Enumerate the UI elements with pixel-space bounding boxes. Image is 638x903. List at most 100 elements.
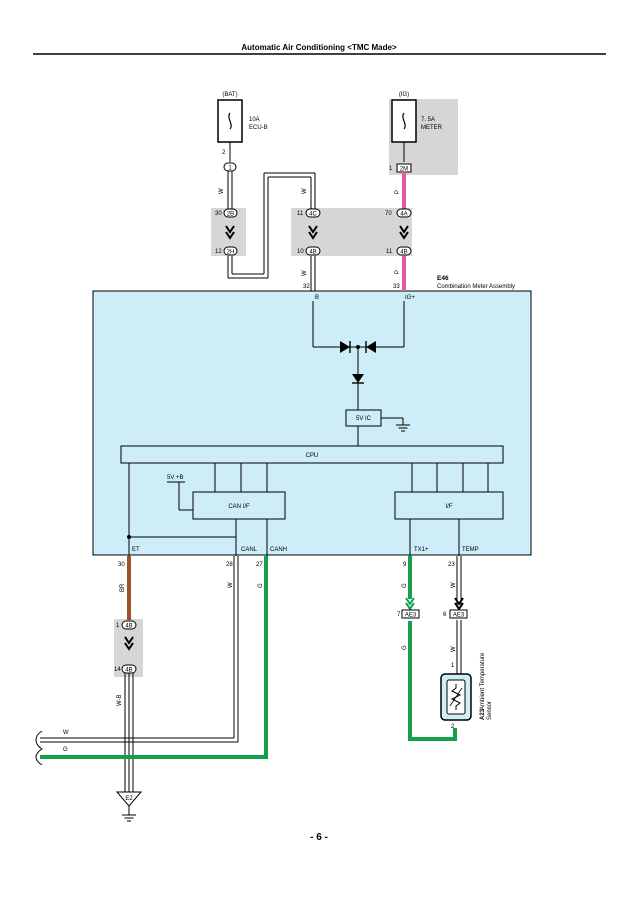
ground-e2-triangle (115, 791, 143, 807)
conn-2h (223, 246, 238, 256)
conn-4a-label: 4A (400, 212, 407, 218)
wire-tx1-green (408, 556, 457, 741)
meter-label-ig: IG+ (405, 295, 415, 301)
cpu-box (120, 445, 504, 464)
pin-label-canl: CANL (241, 547, 258, 553)
wire-temp-color: W (451, 582, 457, 588)
conn-4b-ground-1-label: 4B (125, 624, 132, 630)
fuse-ig-connector-label: 2M (400, 167, 408, 173)
voltage-regulator-label: 5V IC (356, 416, 372, 422)
conn-2b (223, 208, 238, 218)
sensor-name-1: Ambient Temperature (480, 652, 486, 710)
fuse-bat-name: ECU-B (249, 125, 268, 131)
conn-14-pin: 14 (114, 667, 121, 673)
fuse-ig-name: METER (421, 125, 443, 131)
wire-ig2-color: P (395, 270, 401, 274)
pin-num-9: 9 (403, 562, 407, 568)
conn-4c-label: 4C (309, 212, 317, 218)
conn-ae3-a (401, 609, 420, 619)
diode-right-icon (366, 341, 376, 353)
pin-num-27: 27 (256, 562, 263, 568)
wire-wb-ground (124, 673, 134, 792)
fuse-bat-connector (223, 162, 237, 172)
conn-1-pin: 1 (116, 623, 120, 629)
fuse-bat-pin: 2 (222, 150, 226, 156)
wire-ae3-w-color: W (451, 646, 457, 652)
meter-pin-b: 32 (303, 284, 310, 290)
sensor-name-2: Sensor (487, 701, 493, 720)
conn-4b-top (305, 246, 321, 256)
sensor-pin-2: 2 (451, 724, 455, 730)
wire-bat-color: W (219, 188, 225, 194)
conn-ae3-b-label: AE3 (453, 613, 465, 619)
wire-ae3-g-color: G (402, 645, 408, 650)
fuse-bat-rating: 10A (249, 117, 260, 123)
conn-ae3-a-label: AE3 (405, 613, 417, 619)
bus-w-label: W (63, 730, 69, 736)
supply-5v-label: 5V +B (167, 475, 184, 481)
ground-e2-label: E2 (125, 796, 133, 802)
wire-tx1-color: G (402, 583, 408, 588)
interface-label: I/F (446, 504, 453, 510)
ae3-a-pin: 7 (397, 612, 401, 618)
conn-12-pin: 12 (215, 249, 222, 255)
wire-temp (456, 556, 462, 674)
conn-4b-ig-label: 4B (400, 250, 407, 256)
cpu-label: CPU (306, 453, 319, 459)
meter-code: E46 (437, 275, 449, 282)
conn-4b-ig (396, 246, 412, 256)
wire-b2-color: W (302, 270, 308, 276)
conn-70-pin: 70 (385, 211, 392, 217)
sensor-pin-1: 1 (451, 663, 455, 669)
conn-2b-arrow (225, 225, 235, 234)
can-interface-label: CAN I/F (228, 504, 250, 510)
fuse-bat-connector-label: 1 (228, 166, 232, 172)
bus-g-label: G (63, 747, 68, 753)
meter-label-b: B (315, 295, 319, 301)
wire-br-color: BR (120, 583, 126, 592)
conn-11b-pin: 11 (386, 249, 393, 255)
fuse-ig-icon (402, 112, 406, 130)
conn-10-pin: 10 (297, 249, 304, 255)
interface-box (394, 491, 504, 520)
fuse-ig-rating: 7. 5A (421, 117, 435, 123)
conn-ae3-b (449, 609, 468, 619)
pin-label-temp: TEMP (462, 547, 479, 553)
junction-dot (127, 535, 131, 539)
meter-pin-ig: 33 (393, 284, 400, 290)
diode-down-icon (352, 374, 364, 383)
can-interface-box (192, 491, 286, 520)
conn-4c (305, 208, 321, 218)
pin-num-28: 28 (226, 562, 233, 568)
conn-2b-label: 2B (227, 212, 234, 218)
pin-num-23: 23 (448, 562, 455, 568)
cpu-internal-lines (128, 463, 489, 556)
fuse-ig-source: (IG) (399, 92, 409, 98)
wire-canh-color: G (258, 583, 264, 588)
ground-icon (122, 814, 136, 822)
ae3-b-pin: 6 (443, 612, 447, 618)
pin-num-30: 30 (118, 562, 125, 568)
fuse-bat-source: (BAT) (222, 92, 237, 98)
conn-4a (396, 208, 412, 218)
conn-4b-top-label: 4B (309, 250, 316, 256)
pin-label-tx1: TX1+ (414, 547, 429, 553)
wire-bat-route (227, 171, 316, 291)
wire-wb-color: W-B (117, 694, 123, 706)
bus-break-mark (35, 730, 43, 766)
ground-icon-regulator (396, 424, 410, 432)
meter-name: Combination Meter Assembly (437, 284, 515, 290)
conn-11-pin: 11 (297, 211, 304, 217)
wire-canl (40, 556, 239, 743)
wire-canh-green (40, 556, 268, 759)
sensor-code: A23 (480, 708, 486, 720)
fuse-bat-icon (228, 112, 232, 130)
conn-2h-label: 2H (227, 250, 235, 256)
pin-label-canh: CANH (270, 547, 287, 553)
conn-30-pin: 30 (215, 211, 222, 217)
fuse-ig-pin: 1 (389, 166, 393, 172)
wire-canl-color: W (228, 582, 234, 588)
conn-4b-ground-2-label: 4B (125, 668, 132, 674)
diode-left-icon (340, 341, 350, 353)
